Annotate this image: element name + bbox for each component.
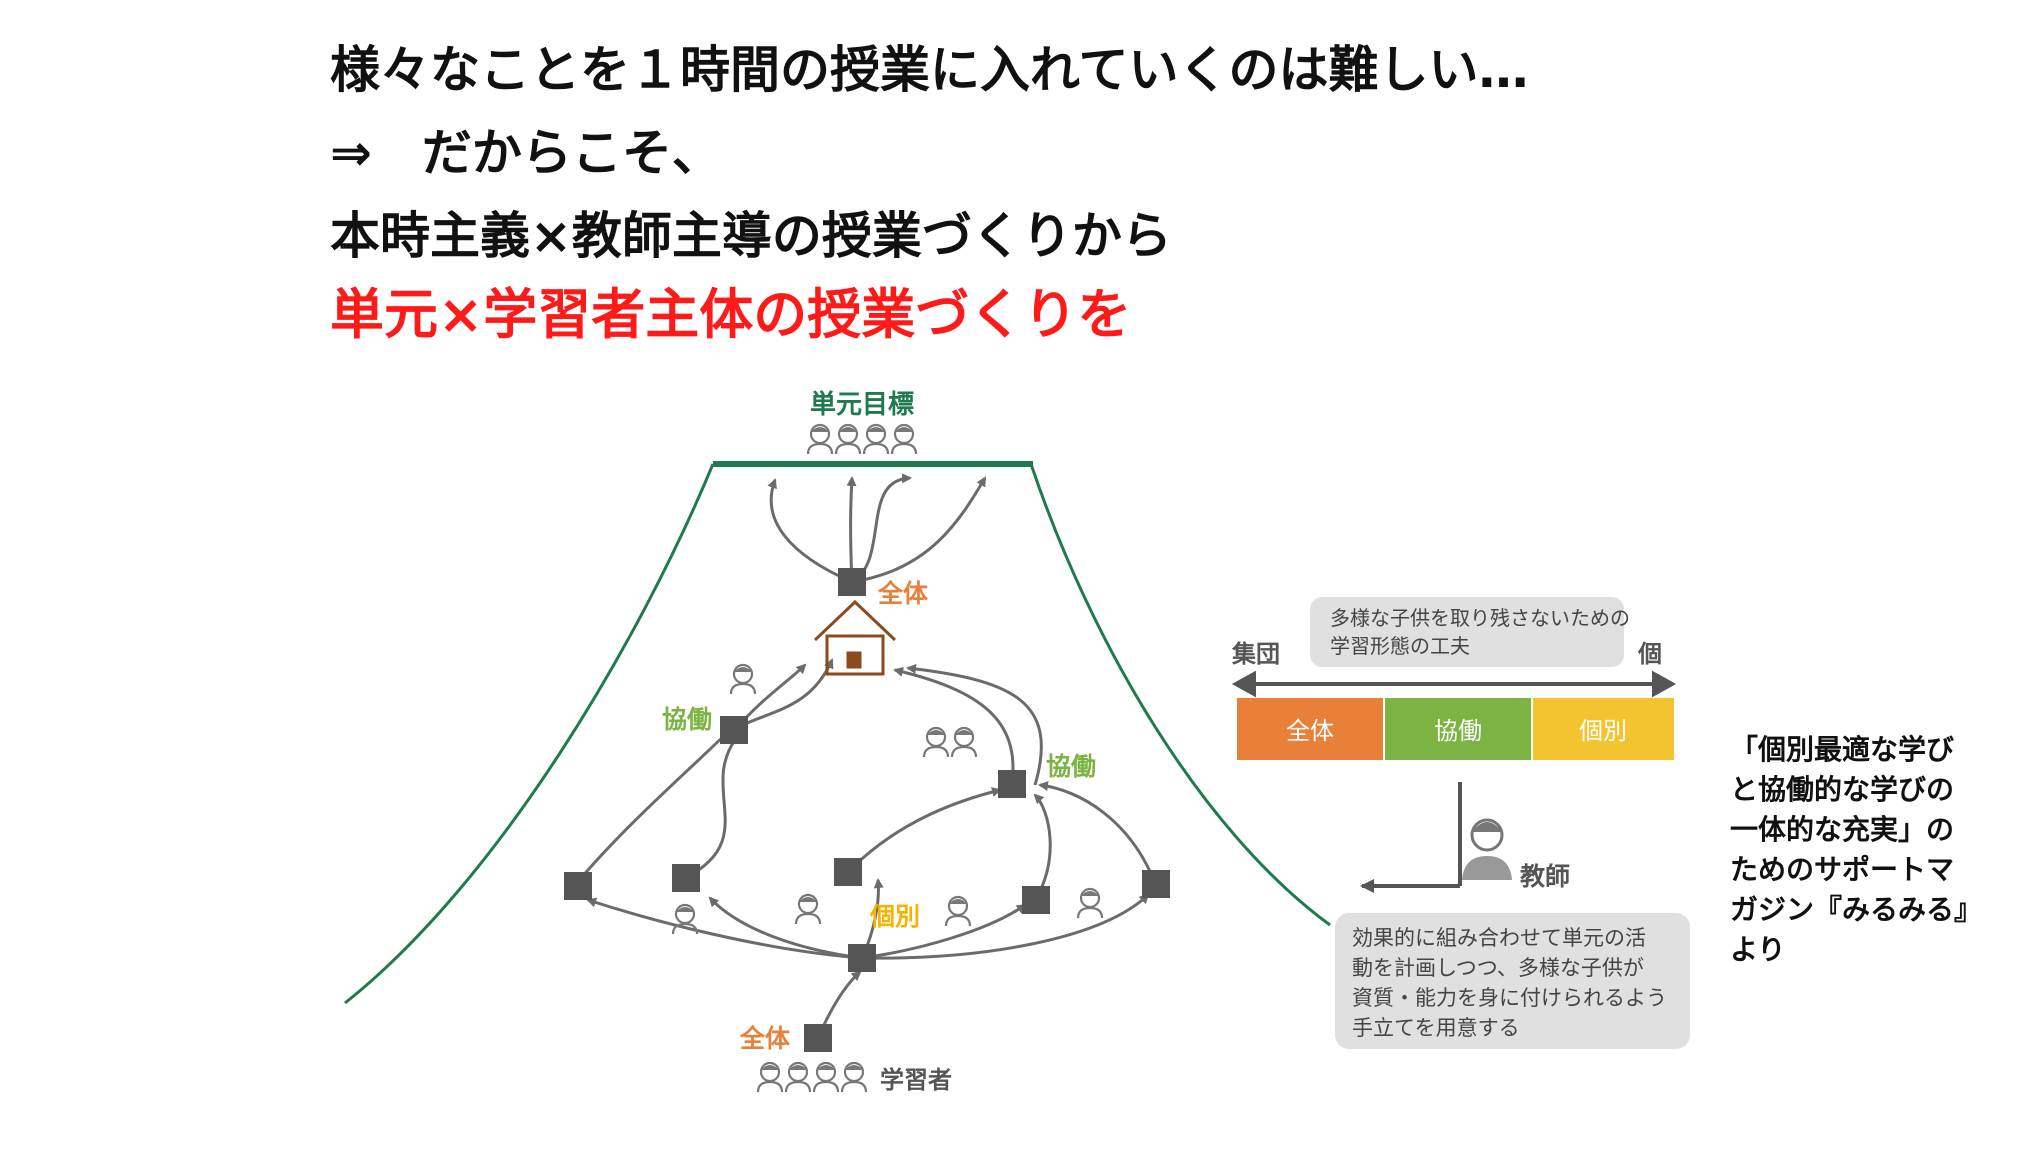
house-icon xyxy=(813,599,897,676)
node-b xyxy=(672,864,700,892)
teacher-icon xyxy=(1462,818,1512,880)
label-individual: 個別 xyxy=(869,902,920,931)
heading-line-4: 単元×学習者主体の授業づくりを xyxy=(330,283,1132,346)
legend-right-end: 個 xyxy=(1637,640,1662,668)
legend-callout-line-1: 多様な子供を取り残さないための xyxy=(1330,606,1630,630)
node-a xyxy=(564,872,592,900)
teacher-label: 教師 xyxy=(1520,862,1570,891)
legend-segment-whole xyxy=(1237,698,1383,760)
arrow-c-to-collab-right xyxy=(848,787,1002,872)
arrow-ind-to-b xyxy=(708,896,863,960)
source-note-line-3: 一体的な充実」の xyxy=(1730,813,1955,846)
arrow-top-4 xyxy=(851,476,987,584)
teacher-note-line-1: 効果的に組み合わせて単元の活 xyxy=(1352,926,1646,950)
source-note-line-5: ガジン『みるみる』 xyxy=(1730,893,1983,926)
source-note-line-1: 「個別最適な学び xyxy=(1730,733,1955,766)
legend-segment-individual xyxy=(1533,698,1674,760)
legend-segment-collab-label: 協働 xyxy=(1434,717,1482,745)
mountain-left-slope xyxy=(344,463,715,1005)
teacher-note-line-2: 動を計画しつつ、多様な子供が xyxy=(1352,956,1644,980)
label-whole-bottom: 全体 xyxy=(739,1024,791,1053)
arrow-d-to-collab-right xyxy=(1033,793,1052,901)
teacher-note-box xyxy=(1335,913,1690,1049)
heading-line-3: 本時主義×教師主導の授業づくりから xyxy=(330,207,1172,265)
heading-line-2: ⇒ だからこそ、 xyxy=(330,124,722,182)
label-whole-top: 全体 xyxy=(877,579,929,608)
arrow-top-1 xyxy=(767,478,853,584)
heading-line-1: 様々なことを１時間の授業に入れていくのは難しい… xyxy=(330,41,1529,99)
node-d xyxy=(1022,886,1050,914)
label-collab-left: 協働 xyxy=(662,705,712,734)
legend-left-end: 集団 xyxy=(1231,640,1280,668)
node-whole-bottom xyxy=(804,1024,832,1052)
source-note-line-2: と協働的な学びの xyxy=(1730,773,1955,806)
mountain-right-slope xyxy=(1029,463,1331,927)
node-individual xyxy=(848,944,876,972)
teacher-note-line-4: 手立てを用意する xyxy=(1352,1016,1520,1040)
source-note: 「個別最適な学び と協働的な学びの 一体的な充実」の ためのサポートマ ガジン『… xyxy=(1730,730,2030,970)
label-learners: 学習者 xyxy=(880,1066,952,1094)
legend-segment-individual-label: 個別 xyxy=(1579,717,1627,745)
goal-learners-icon xyxy=(806,423,918,456)
legend-callout-box xyxy=(1310,597,1624,667)
arrow-ind-to-d xyxy=(861,903,1027,960)
legend-callout-line-2: 学習形態の工夫 xyxy=(1330,634,1470,658)
arrow-ind-to-a xyxy=(586,897,863,960)
teacher-note-line-3: 資質・能力を身に付けられるよう xyxy=(1352,986,1667,1010)
goal-label: 単元目標 xyxy=(810,390,914,420)
node-collab-right xyxy=(998,770,1026,798)
node-whole-top xyxy=(838,568,866,596)
arrow-e-to-collab-right xyxy=(1038,781,1157,884)
node-collab-left xyxy=(720,716,748,744)
legend-segment-whole-label: 全体 xyxy=(1286,717,1334,745)
label-collab-right: 協働 xyxy=(1046,752,1096,781)
node-e xyxy=(1142,870,1170,898)
source-note-line-6: より xyxy=(1730,933,1786,966)
arrow-right-node-to-house xyxy=(906,663,1043,786)
arrow-a-to-collab-left xyxy=(573,723,737,886)
arrow-b-to-collab-left xyxy=(684,739,737,880)
source-note-line-4: ためのサポートマ xyxy=(1730,853,1955,886)
legend-double-arrow xyxy=(1231,670,1677,698)
arrow-top-2 xyxy=(846,476,857,583)
node-c xyxy=(834,858,862,886)
arrow-ind-to-e xyxy=(861,893,1150,960)
legend-segment-collab xyxy=(1385,698,1531,760)
arrow-collab-right-to-house xyxy=(893,666,1015,784)
